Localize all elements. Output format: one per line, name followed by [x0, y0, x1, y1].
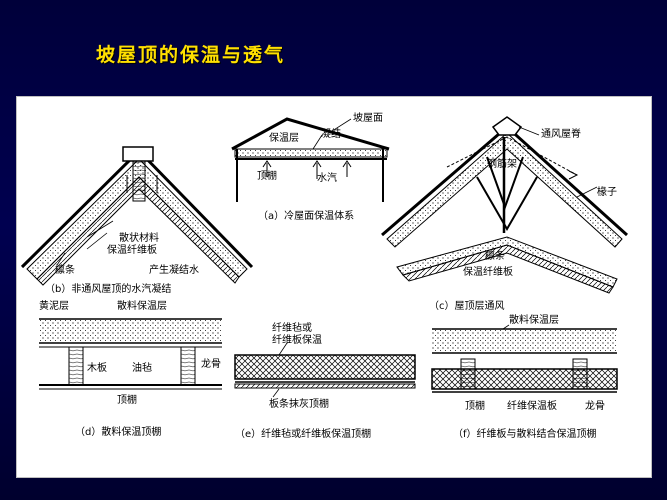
label-wood-board: 木板 — [87, 361, 107, 374]
label-vapor: 水汽 — [317, 171, 337, 184]
label-joist-f: 龙骨 — [585, 399, 605, 412]
label-fiber-felt-2: 纤维板保温 — [272, 333, 322, 346]
label-loose-insulation-d: 散料保温层 — [117, 299, 167, 312]
label-purlin-b: 檩条 — [55, 263, 75, 276]
label-loose-material: 散状材料 — [119, 231, 159, 244]
diagram-canvas: 坡屋面 保温层 凝结 顶棚 水汽 （a）冷屋面保温体系 散状材料 保温纤维板 檩… — [20, 111, 629, 440]
label-purlin-c: 檩条 — [485, 249, 505, 262]
diagram-f: 散料保温层 顶棚 纤维保温板 龙骨 （f）纤维板与散料结合保温顶棚 — [431, 313, 618, 440]
label-fiber-board-f: 纤维保温板 — [507, 399, 557, 412]
label-ridge-vent: 通风屋脊 — [541, 127, 581, 140]
caption-e: （e）纤维毡或纤维板保温顶棚 — [235, 427, 371, 440]
label-condensate: 产生凝结水 — [149, 263, 199, 276]
label-clay-layer: 黄泥层 — [39, 299, 69, 312]
caption-b: （b）非通风屋顶的水汽凝结 — [45, 282, 171, 295]
label-rafter: 椽子 — [597, 185, 617, 198]
diagram-b: 散状材料 保温纤维板 檩条 产生凝结水 （b）非通风屋顶的水汽凝结 — [20, 146, 254, 295]
label-insulation: 保温层 — [269, 131, 299, 144]
label-ceiling-d: 顶棚 — [117, 393, 137, 406]
label-fiber-felt-1: 纤维毡或 — [272, 321, 312, 334]
label-condensation: 凝结 — [321, 127, 341, 140]
caption-c: （c）屋顶层通风 — [429, 300, 505, 312]
caption-d: （d）散料保温顶棚 — [75, 425, 161, 438]
label-fiber-board-b: 保温纤维板 — [107, 243, 157, 256]
label-lath-plaster-ceiling: 板条抹灰顶棚 — [269, 397, 329, 410]
diagram-d: 黄泥层 散料保温层 木板 油毡 龙骨 顶棚 （d）散料保温顶棚 — [39, 299, 222, 438]
label-ceiling-a: 顶棚 — [257, 169, 277, 182]
label-ceiling-f: 顶棚 — [465, 399, 485, 412]
label-joist-d: 龙骨 — [201, 357, 221, 370]
label-felt: 油毡 — [132, 361, 152, 374]
diagram-a: 坡屋面 保温层 凝结 顶棚 水汽 （a）冷屋面保温体系 — [231, 111, 390, 222]
diagram-panel: 坡屋面 保温层 凝结 顶棚 水汽 （a）冷屋面保温体系 散状材料 保温纤维板 檩… — [16, 96, 652, 478]
diagram-e: 纤维毡或 纤维板保温 板条抹灰顶棚 （e）纤维毡或纤维板保温顶棚 — [234, 321, 416, 440]
caption-f: （f）纤维板与散料结合保温顶棚 — [453, 427, 597, 440]
caption-a: （a）冷屋面保温体系 — [258, 209, 354, 222]
label-roof-surface: 坡屋面 — [353, 111, 383, 124]
label-loose-insulation-f: 散料保温层 — [509, 313, 559, 326]
label-rebar-frame: 钢筋架 — [487, 157, 517, 170]
slide-title: 坡屋顶的保温与透气 — [96, 44, 286, 66]
diagram-c: 通风屋脊 钢筋架 椽子 檩条 保温纤维板 （c）屋顶层通风 — [381, 116, 629, 312]
label-fiber-board-c: 保温纤维板 — [463, 265, 513, 278]
